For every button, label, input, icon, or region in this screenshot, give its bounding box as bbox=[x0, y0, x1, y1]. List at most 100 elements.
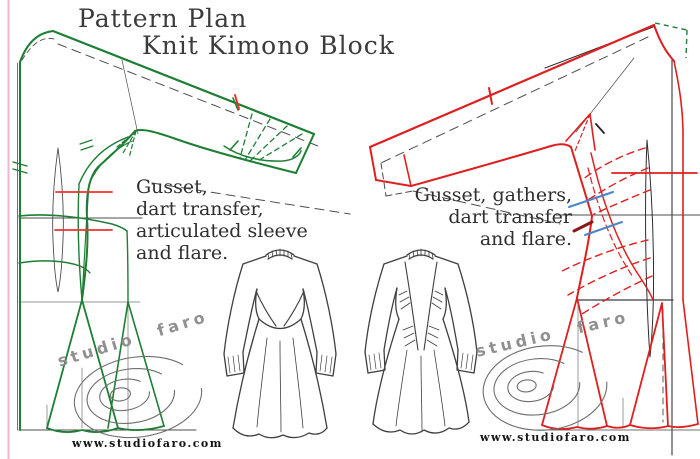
base-shoulder-dashed bbox=[57, 43, 319, 147]
side-seam-lower bbox=[576, 215, 593, 299]
sleeve-outline bbox=[444, 287, 459, 351]
left-pattern-red-marks bbox=[54, 94, 240, 231]
neckline bbox=[19, 30, 54, 63]
right-pattern-green-dashes bbox=[654, 22, 688, 59]
sleeve-outline bbox=[223, 263, 244, 355]
gusset-slash-dashed bbox=[116, 130, 137, 159]
skirt-fold-lines bbox=[395, 349, 446, 433]
sleeve-cuff-edge bbox=[369, 146, 377, 181]
spiral-ring bbox=[516, 379, 537, 393]
princess-seam bbox=[255, 290, 305, 327]
spiral-ring bbox=[482, 345, 608, 431]
cuff-seam bbox=[403, 154, 412, 187]
notch-ticks bbox=[79, 139, 94, 151]
dress-illustration-flare bbox=[223, 248, 337, 439]
side-seam-upper bbox=[85, 130, 136, 219]
bodice-sides bbox=[395, 287, 447, 320]
cuff bbox=[364, 349, 386, 374]
panel-seam bbox=[81, 183, 90, 301]
note-line: Gusset, bbox=[136, 176, 208, 198]
center-back-flare bbox=[682, 299, 699, 425]
gusset-slash-dashed bbox=[574, 113, 591, 152]
right-pattern-outline bbox=[368, 23, 699, 430]
sleeve-outline bbox=[242, 288, 258, 353]
waist-seam bbox=[258, 318, 302, 330]
panel-seam bbox=[88, 140, 133, 185]
panel-seam bbox=[77, 183, 83, 301]
construction-line bbox=[121, 59, 139, 135]
cuff-rib-texture bbox=[368, 352, 382, 371]
hem-curve bbox=[541, 423, 699, 430]
panel-seam bbox=[78, 136, 129, 185]
sleeve-outline bbox=[316, 263, 337, 355]
spiral-ring bbox=[109, 387, 131, 402]
sleeve-notch-mark bbox=[234, 94, 240, 110]
spiral-ring bbox=[99, 378, 150, 412]
sleeve-notch-mark bbox=[488, 87, 493, 105]
cuff bbox=[456, 349, 478, 374]
gusset-notch-tick bbox=[595, 123, 605, 134]
skirt-outline bbox=[372, 318, 470, 425]
note-line: Gusset, gathers, bbox=[414, 184, 572, 206]
title-line1: Pattern Plan bbox=[78, 4, 248, 33]
cuff-rib-texture bbox=[227, 354, 241, 374]
note-line: and flare. bbox=[136, 242, 229, 264]
watermark-spiral-right bbox=[482, 345, 608, 431]
shoulder-line bbox=[383, 255, 459, 265]
studiofaro-url-left: www.studiofaro.com bbox=[72, 437, 223, 450]
skirt-outline bbox=[232, 318, 328, 429]
guide-mark bbox=[568, 191, 614, 208]
base-sleeve-dashed bbox=[380, 36, 649, 164]
right-technique-note: Gusset, gathers, dart transfer and flare… bbox=[400, 184, 572, 250]
dress-illustration-gathered bbox=[364, 248, 478, 435]
yoke-seam bbox=[404, 261, 438, 351]
right-pattern-darkred-mark bbox=[572, 220, 594, 233]
notch-ticks bbox=[229, 97, 302, 158]
flare-line bbox=[107, 301, 165, 429]
panel-seam-dashed bbox=[587, 167, 634, 278]
underbust-seam bbox=[18, 260, 91, 274]
cuff bbox=[223, 351, 245, 377]
gather-slash-dashed bbox=[581, 147, 651, 215]
cuff-bottom bbox=[375, 179, 412, 187]
base-corner-dashed bbox=[654, 22, 688, 59]
left-pattern-outline bbox=[12, 29, 316, 433]
sleeve-slash-dashed bbox=[239, 113, 303, 163]
notch-ticks bbox=[12, 161, 28, 174]
skirt-hem bbox=[232, 427, 328, 439]
spiral-ring bbox=[86, 368, 176, 424]
sleeve-top-edge bbox=[51, 29, 316, 136]
cuff bbox=[315, 351, 337, 377]
spiral-ring bbox=[73, 355, 203, 439]
bust-gather-texture bbox=[398, 290, 444, 310]
center-back-seam bbox=[673, 60, 684, 301]
title-line2: Knit Kimono Block bbox=[142, 31, 395, 60]
note-line: articulated sleeve bbox=[136, 220, 308, 242]
waist-dart bbox=[645, 139, 655, 358]
sleeve-cuff-edge bbox=[295, 133, 315, 174]
sleeve-outline bbox=[457, 263, 478, 353]
neckline bbox=[653, 24, 675, 62]
sleeve-outline bbox=[364, 263, 385, 353]
note-line: and flare. bbox=[479, 228, 572, 250]
shoulder-line bbox=[242, 255, 318, 265]
cuff-rib-texture bbox=[319, 354, 333, 374]
spiral-ring bbox=[493, 358, 581, 416]
bodice-sides bbox=[255, 288, 305, 320]
panel-seam bbox=[126, 230, 129, 303]
flare-line bbox=[629, 302, 669, 427]
neckband-rib-texture bbox=[408, 248, 434, 260]
side-seam-upper bbox=[570, 146, 593, 217]
base-underarm-dashed bbox=[412, 190, 561, 225]
sleeve-top-edge bbox=[368, 23, 656, 149]
dart-transfer-mark bbox=[572, 220, 594, 233]
base-underarm-dashed bbox=[151, 182, 351, 215]
right-pattern-blue-marks bbox=[568, 191, 623, 236]
sleeve-outline bbox=[383, 287, 398, 351]
waist-seam bbox=[18, 214, 128, 232]
watermark-spiral-left bbox=[73, 355, 203, 439]
base-cuff-dashed bbox=[380, 162, 414, 197]
left-technique-note: Gusset, dart transfer, articulated sleev… bbox=[136, 176, 308, 264]
hem-curve bbox=[46, 425, 165, 433]
